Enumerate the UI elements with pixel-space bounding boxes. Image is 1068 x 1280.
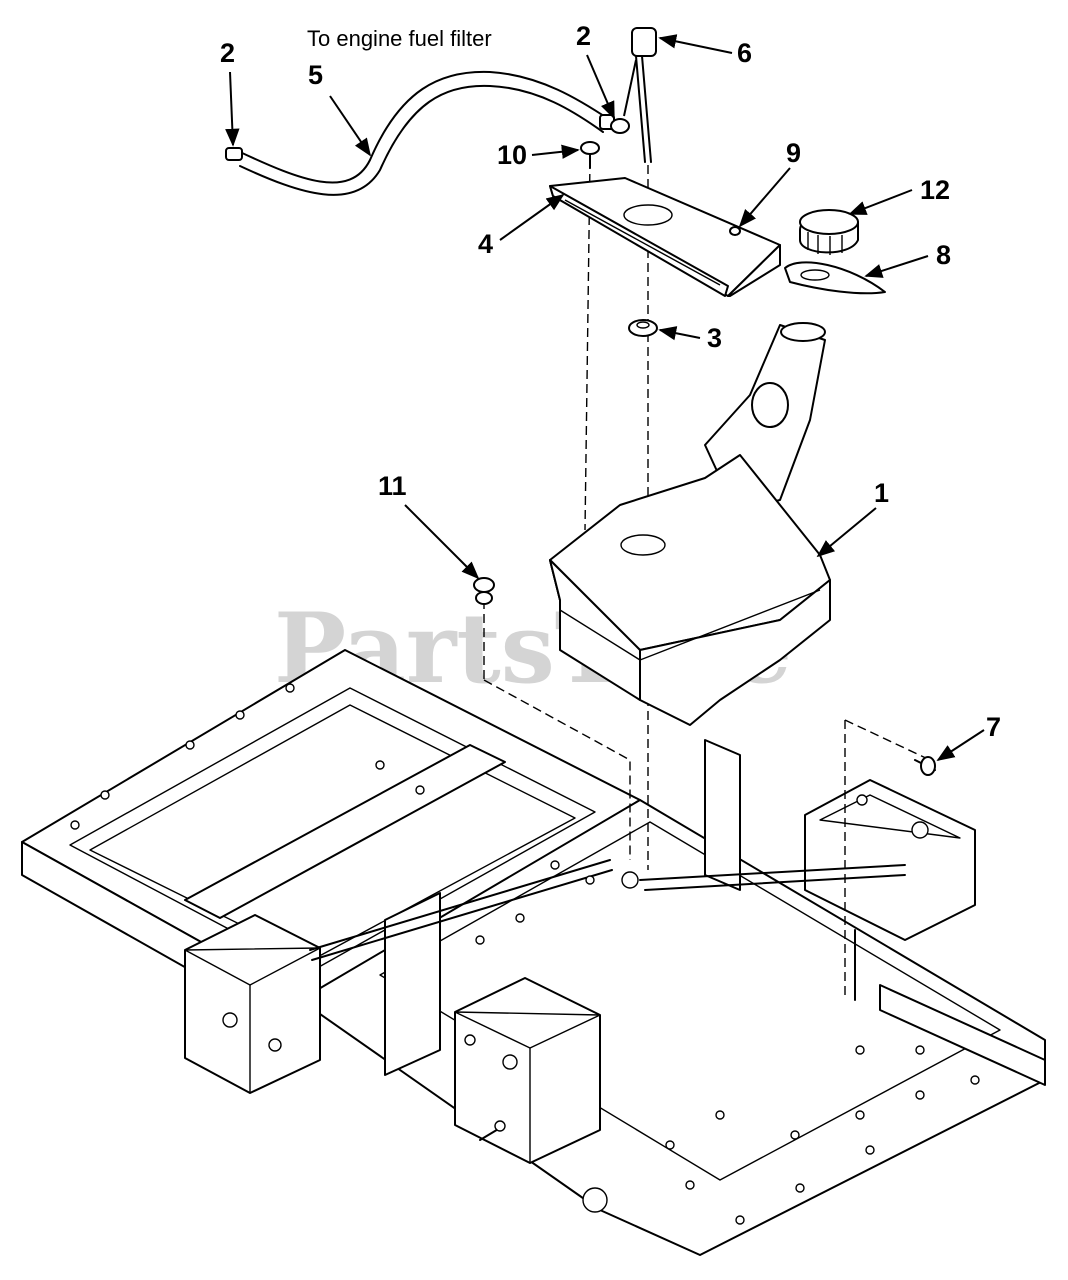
callout-label: 7	[986, 712, 1001, 742]
callout-2-left: 2	[220, 38, 240, 147]
grommet-3	[628, 319, 658, 337]
callout-7: 7	[936, 712, 1001, 761]
callout-label: 3	[707, 323, 722, 353]
callout-label: 6	[737, 38, 752, 68]
fuel-tank	[549, 322, 831, 726]
bracket-nut-9	[729, 226, 741, 236]
tank-bracket	[549, 177, 781, 297]
callout-label: 12	[920, 175, 950, 205]
chassis-frame	[21, 649, 1046, 1256]
callout-8: 8	[864, 240, 951, 278]
callout-label: 9	[786, 138, 801, 168]
cap-gasket	[784, 261, 886, 295]
callout-9: 9	[738, 138, 801, 228]
fuel-filter-note: To engine fuel filter	[307, 26, 492, 51]
hose-clamp-11	[473, 577, 495, 605]
bolt-10	[580, 141, 600, 169]
callout-4: 4	[478, 193, 565, 259]
callout-6: 6	[658, 34, 752, 68]
callout-label: 11	[378, 471, 407, 501]
fuel-fitting	[610, 27, 657, 163]
bolt-7	[914, 756, 936, 776]
callout-label: 5	[308, 60, 323, 90]
callout-10: 10	[497, 140, 580, 170]
fuel-line-hose	[225, 70, 615, 196]
hose-clamp-left	[225, 147, 243, 161]
callout-label: 4	[478, 229, 493, 259]
callout-label: 1	[874, 478, 889, 508]
callout-label: 8	[936, 240, 951, 270]
callout-2-right: 2	[576, 21, 637, 120]
callout-label: 2	[220, 38, 235, 68]
callout-5: 5	[308, 60, 372, 157]
callout-3: 3	[658, 323, 722, 353]
callout-1: 1	[816, 478, 889, 558]
callout-11: 11	[378, 471, 480, 580]
fuel-cap	[799, 209, 859, 255]
callout-12: 12	[848, 175, 950, 215]
callout-label: 2	[576, 21, 591, 51]
callout-label: 10	[497, 140, 527, 170]
